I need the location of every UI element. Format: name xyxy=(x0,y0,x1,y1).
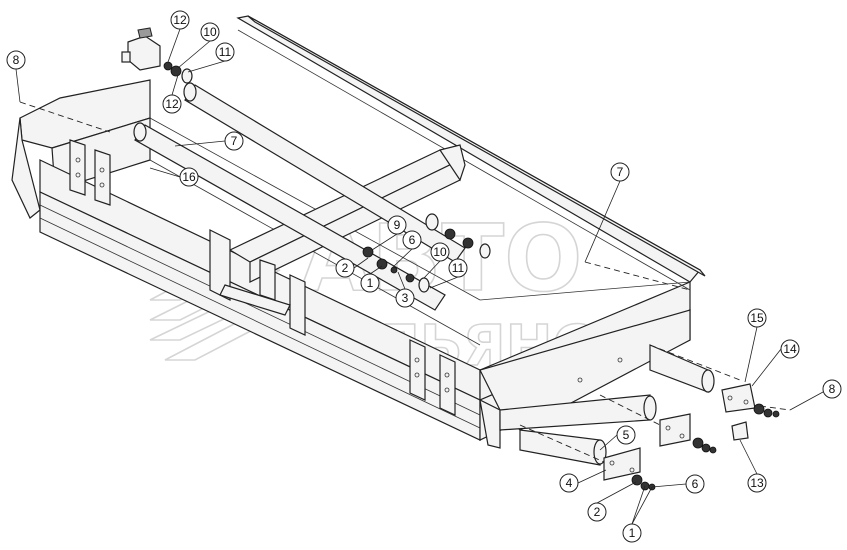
callout-balloon xyxy=(430,242,450,262)
roller-middle xyxy=(133,122,446,311)
callout-c15: 15 xyxy=(747,308,767,328)
callout-balloon xyxy=(747,308,767,328)
callout-c5: 5 xyxy=(616,425,636,445)
callout-balloon xyxy=(685,474,705,494)
gearbox xyxy=(121,27,193,84)
callout-label: 15 xyxy=(750,311,764,325)
frame-right-end xyxy=(479,309,691,431)
callout-c4: 4 xyxy=(559,473,579,493)
callout-c7b: 7 xyxy=(610,162,630,182)
motor-block xyxy=(731,421,749,441)
callout-label: 14 xyxy=(783,342,797,356)
callout-label: 10 xyxy=(433,245,447,259)
callout-balloon xyxy=(610,162,630,182)
callout-label: 11 xyxy=(452,261,465,275)
callout-c1a: 1 xyxy=(360,273,380,293)
bearing-stack-center xyxy=(362,213,491,293)
callout-balloon xyxy=(170,10,190,30)
callout-balloon xyxy=(622,523,642,543)
callout-c14: 14 xyxy=(780,339,800,359)
callout-label: 3 xyxy=(402,291,409,305)
callout-balloon xyxy=(200,22,220,42)
roller-bottom-c xyxy=(649,344,715,393)
callout-balloon xyxy=(780,339,800,359)
callout-balloon xyxy=(224,131,244,151)
callout-label: 8 xyxy=(13,53,20,67)
bearing-plate-lower xyxy=(603,447,656,491)
callout-c12a: 12 xyxy=(170,10,190,30)
callout-label: 2 xyxy=(342,261,349,275)
front-brackets xyxy=(69,139,456,416)
callout-label: 6 xyxy=(692,477,699,491)
callout-label: 7 xyxy=(617,165,624,179)
callout-c6a: 6 xyxy=(402,230,422,250)
leader-lines xyxy=(15,28,824,525)
callout-c11a: 11 xyxy=(215,42,235,62)
callout-c11b: 11 xyxy=(448,258,468,278)
frame-left-end xyxy=(11,117,41,219)
callout-balloon xyxy=(387,215,407,235)
callout-label: 10 xyxy=(203,25,217,39)
callout-balloon xyxy=(395,288,415,308)
callout-c1b: 1 xyxy=(622,523,642,543)
roller-bottom-b xyxy=(519,429,607,466)
callout-c2a: 2 xyxy=(335,258,355,278)
callout-balloon xyxy=(587,502,607,522)
callout-balloon xyxy=(335,258,355,278)
callout-balloon xyxy=(179,167,199,187)
callout-balloon xyxy=(616,425,636,445)
callout-balloon xyxy=(747,473,767,493)
callout-balloon xyxy=(402,230,422,250)
callout-c7a: 7 xyxy=(224,131,244,151)
callout-label: 1 xyxy=(629,526,636,540)
callout-label: 12 xyxy=(173,13,187,27)
callout-c9: 9 xyxy=(387,215,407,235)
callout-c13: 13 xyxy=(747,473,767,493)
assembly-lines xyxy=(19,101,791,463)
callout-balloon xyxy=(6,50,26,70)
callout-c6b: 6 xyxy=(685,474,705,494)
callout-label: 11 xyxy=(219,45,232,59)
callout-label: 16 xyxy=(182,170,196,184)
callout-balloon xyxy=(448,258,468,278)
bearing-plate-middle xyxy=(659,413,717,454)
callout-balloon xyxy=(559,473,579,493)
callout-c16: 16 xyxy=(179,167,199,187)
callout-c3: 3 xyxy=(395,288,415,308)
callout-balloon xyxy=(215,42,235,62)
callout-c8b: 8 xyxy=(822,379,842,399)
callout-label: 12 xyxy=(165,97,179,111)
frame-holes xyxy=(75,157,623,393)
callout-label: 4 xyxy=(566,476,573,490)
callout-label: 13 xyxy=(750,476,764,490)
callout-label: 7 xyxy=(231,134,238,148)
callout-label: 2 xyxy=(594,505,601,519)
callout-c8a: 8 xyxy=(6,50,26,70)
callout-balloon xyxy=(162,94,182,114)
callout-c10b: 10 xyxy=(430,242,450,262)
callout-c12b: 12 xyxy=(162,94,182,114)
callout-balloon xyxy=(360,273,380,293)
callout-label: 9 xyxy=(394,218,401,232)
callout-c10a: 10 xyxy=(200,22,220,42)
callout-label: 6 xyxy=(409,233,416,247)
bearing-plate-upper xyxy=(721,383,780,418)
callout-c2b: 2 xyxy=(587,502,607,522)
callout-label: 8 xyxy=(829,382,836,396)
callout-label: 1 xyxy=(367,276,374,290)
callout-balloon xyxy=(822,379,842,399)
callout-label: 5 xyxy=(623,428,630,442)
frame-assembly xyxy=(11,15,706,449)
